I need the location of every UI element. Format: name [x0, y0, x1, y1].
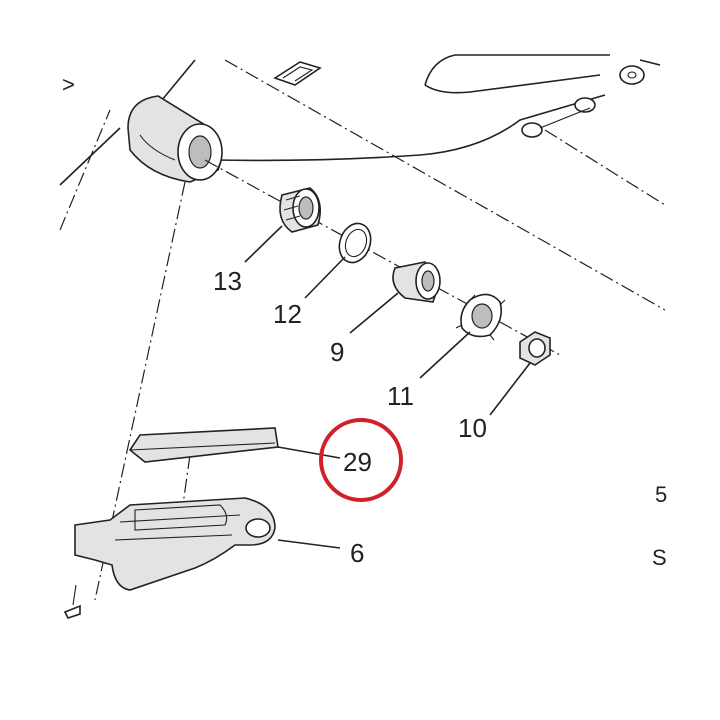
center-lines — [59, 59, 666, 601]
label-12: 12 — [273, 299, 302, 329]
part-6-guard — [63, 497, 276, 619]
frame-outline — [59, 54, 661, 186]
part-12-seal — [338, 222, 372, 264]
pivot-boss — [127, 95, 223, 183]
label-10: 10 — [458, 413, 487, 443]
part-9-collar — [392, 261, 441, 303]
leader-lines — [244, 225, 531, 549]
edge-glyph-right-low: S — [652, 545, 667, 570]
part-29-pad — [128, 427, 279, 463]
part-11-washer — [455, 293, 506, 341]
part-10-nut — [519, 331, 551, 366]
edge-glyph-top-left: > — [62, 72, 75, 97]
label-29: 29 — [343, 447, 372, 477]
highlight-circle — [319, 418, 403, 502]
label-9: 9 — [330, 337, 344, 367]
label-11: 11 — [387, 381, 414, 411]
part-13-bearing — [279, 187, 321, 233]
label-13: 13 — [213, 266, 242, 296]
label-6: 6 — [350, 538, 364, 568]
edge-glyph-right-mid: 5 — [655, 482, 667, 507]
